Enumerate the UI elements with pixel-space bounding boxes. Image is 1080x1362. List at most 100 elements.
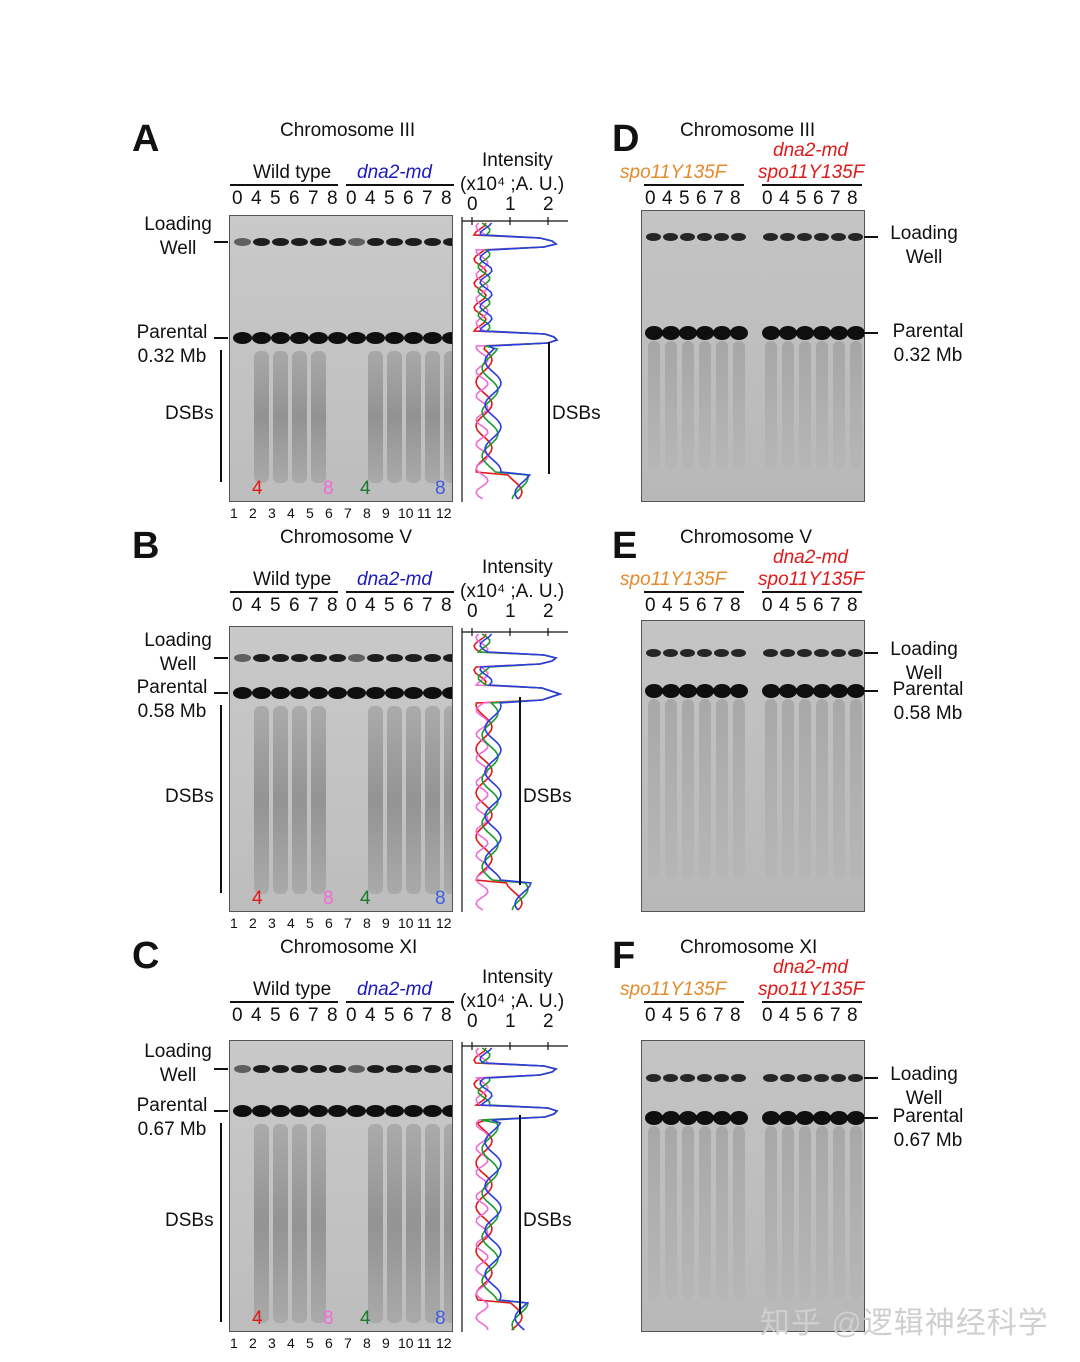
well-band [780, 233, 795, 241]
lane-smear [833, 341, 845, 469]
parental-band [662, 1111, 680, 1125]
well-band [731, 1074, 746, 1082]
left-strain-underline [644, 1001, 744, 1003]
parental-band [252, 332, 271, 344]
lane-timepoint: 4 [662, 188, 673, 209]
parental-band [271, 1105, 290, 1117]
lane-timepoint: 8 [847, 1005, 858, 1026]
lane-number: 7 [344, 1335, 352, 1351]
chromosome-title: Chromosome III [280, 120, 416, 141]
well-band [253, 238, 270, 246]
lane-timepoint: 0 [762, 188, 773, 209]
parental-band [423, 332, 442, 344]
lane-timepoint: 5 [796, 1005, 807, 1026]
strain-label-right-1: dna2-md [773, 957, 848, 978]
lane-smear [682, 341, 694, 469]
panel-letter: F [612, 935, 636, 977]
lane-timepoint: 6 [813, 1005, 824, 1026]
lane-number: 4 [287, 1335, 295, 1351]
well-tick [214, 241, 228, 243]
well-band [386, 654, 403, 662]
chromosome-title: Chromosome XI [280, 937, 418, 958]
profile-dsb-label: DSBs [523, 786, 572, 807]
lane-smear [765, 341, 777, 469]
parental-band [779, 326, 797, 340]
lane-timepoint: 7 [830, 595, 841, 616]
lane-timepoint: 5 [270, 1005, 281, 1026]
intensity-axis-tick: 0 [467, 194, 478, 215]
loading-well-line: Loading [890, 639, 958, 660]
lane-timepoint: 6 [696, 1005, 707, 1026]
lane-smear [648, 699, 660, 879]
well-band [367, 654, 384, 662]
lane-timepoint: 7 [713, 1005, 724, 1026]
well-band [848, 233, 863, 241]
lane-marker: 4 [252, 888, 263, 909]
parental-band [271, 687, 290, 699]
parental-line: Parental [892, 321, 964, 342]
lane-number: 5 [306, 1335, 314, 1351]
parental-band [713, 684, 731, 698]
lane-timepoint: 5 [270, 188, 281, 209]
parental-tick [214, 337, 228, 339]
parental-band [730, 326, 748, 340]
lane-number: 12 [436, 505, 452, 521]
lane-marker: 8 [435, 478, 446, 499]
well-tick [864, 1077, 878, 1079]
parental-band [404, 1105, 423, 1117]
mutant-underline [346, 184, 454, 186]
lane-timepoint: 6 [403, 188, 414, 209]
lane-timepoint: 4 [662, 595, 673, 616]
lane-smear [648, 1126, 660, 1299]
lane-smear [665, 1126, 677, 1299]
gel-image [641, 1040, 865, 1332]
lane-timepoint: 4 [779, 1005, 790, 1026]
lane-smear [850, 341, 862, 469]
lane-timepoint: 8 [327, 188, 338, 209]
loading-well-line: Well [159, 1065, 197, 1086]
lane-number: 9 [382, 505, 390, 521]
lane-marker: 8 [323, 888, 334, 909]
parental-band [645, 684, 663, 698]
lane-timepoint: 7 [422, 188, 433, 209]
mutant-label: dna2-md [357, 569, 432, 590]
intensity-axis-tick: 2 [543, 601, 554, 622]
lane-smear [733, 1126, 745, 1299]
parental-band [696, 326, 714, 340]
lane-timepoint: 0 [232, 595, 243, 616]
parental-band [366, 1105, 385, 1117]
well-band [424, 654, 441, 662]
dsb-smear [387, 351, 402, 483]
lane-smear [816, 699, 828, 879]
lane-smear [833, 1126, 845, 1299]
gel-image [641, 620, 865, 912]
lane-timepoint: 8 [730, 1005, 741, 1026]
lane-smear [850, 1126, 862, 1299]
panel-letter: D [612, 118, 640, 160]
parental-line: 0.32 Mb [137, 346, 207, 367]
parental-band [385, 332, 404, 344]
lane-number: 1 [230, 1335, 238, 1351]
lane-number: 8 [363, 915, 371, 931]
parental-band [366, 332, 385, 344]
well-band [831, 649, 846, 657]
dsb-smear [254, 706, 269, 894]
gel-image [229, 1040, 453, 1332]
well-band [291, 1065, 308, 1073]
well-band [272, 238, 289, 246]
lane-smear [699, 1126, 711, 1299]
parental-band [442, 1105, 452, 1117]
parental-band [233, 1105, 252, 1117]
dsb-smear [311, 351, 326, 483]
profile-dsb-bracket [548, 342, 550, 474]
parental-band [813, 326, 831, 340]
dsb-smear [292, 351, 307, 483]
parental-band [779, 1111, 797, 1125]
dsb-smear [387, 706, 402, 894]
well-band [663, 233, 678, 241]
lane-marker: 8 [435, 888, 446, 909]
